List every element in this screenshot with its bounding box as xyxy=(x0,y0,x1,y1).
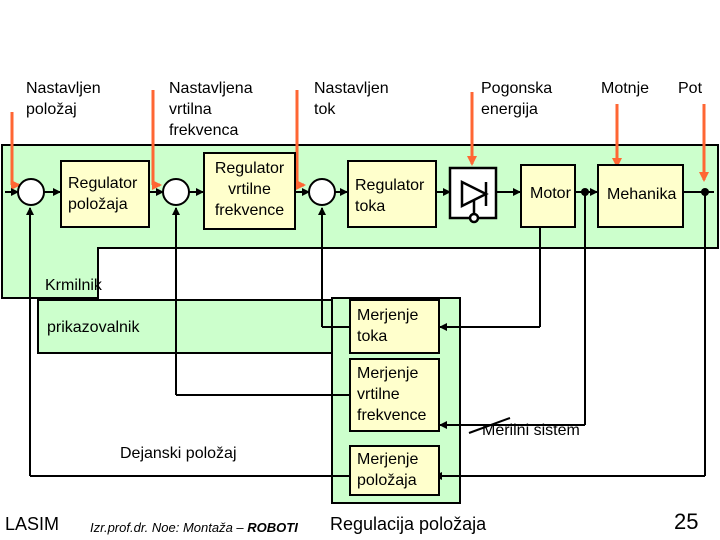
label-merilni-sistem: Merilni sistem xyxy=(482,422,580,439)
input-motnje: Motnje xyxy=(601,80,650,97)
block-merjenje-vrtilne-frekvence: Merjenje vrtilne frekvence xyxy=(349,358,440,432)
footer-author: Izr.prof.dr. Noe: Montaža – ROBOTI xyxy=(90,517,298,538)
input-nastavljena-vrtilna-frekvenca: Nastavljena vrtilna frekvenca xyxy=(169,80,253,139)
footer-author-text: Izr.prof.dr. Noe: Montaža – xyxy=(90,520,248,535)
input-nastavljen-polozaj: Nastavljen položaj xyxy=(26,80,101,118)
converter-icon xyxy=(448,166,498,224)
page-number: 25 xyxy=(674,509,699,534)
block-merjenje-polozaja: Merjenje položaja xyxy=(349,445,440,496)
input-nastavljen-tok: Nastavljen tok xyxy=(314,80,389,118)
input-arrows xyxy=(10,90,709,190)
label-dejanski-polozaj: Dejanski položaj xyxy=(120,445,237,462)
prikazovalnik-panel xyxy=(37,299,334,354)
krmilnik-label-panel xyxy=(1,247,99,299)
block-regulator-vrtilne-frekvence: Regulator vrtilne frekvence xyxy=(203,152,296,230)
block-regulator-toka: Regulator toka xyxy=(347,160,437,228)
input-pot: Pot xyxy=(678,80,703,97)
block-mehanika: Mehanika xyxy=(597,164,684,228)
block-motor: Motor xyxy=(520,164,576,228)
footer-org: LASIM xyxy=(5,514,60,534)
footer-subject: Regulacija položaja xyxy=(330,514,487,534)
footer-author-bold: ROBOTI xyxy=(247,520,298,535)
label-prikazovalnik: prikazovalnik xyxy=(47,319,140,336)
block-regulator-polozaja: Regulator položaja xyxy=(60,160,150,228)
block-merjenje-toka: Merjenje toka xyxy=(349,299,440,354)
input-pogonska-energija: Pogonska energija xyxy=(481,80,553,118)
label-krmilnik: Krmilnik xyxy=(45,277,102,294)
summing-junctions xyxy=(17,178,336,206)
